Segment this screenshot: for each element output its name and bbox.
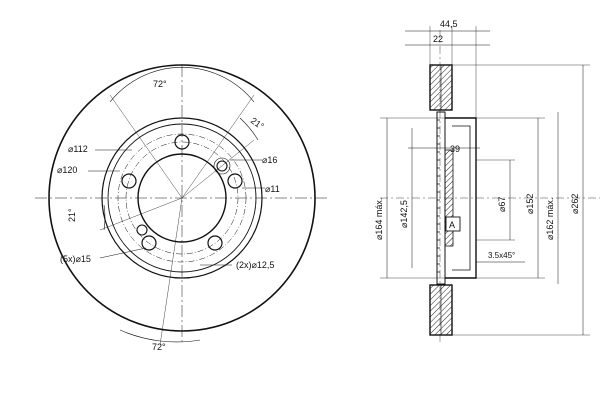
bolt-hole	[207, 235, 223, 251]
angle-right-label: 21°	[249, 115, 266, 131]
dia-67-label: ⌀67	[497, 197, 507, 212]
bolt-hole	[227, 173, 243, 189]
serrations	[437, 119, 440, 273]
dia-262-label: ⌀262	[570, 194, 580, 214]
holes-12-5-label: (2x)⌀12,5	[236, 260, 274, 270]
dim-arc-21-left	[103, 204, 106, 231]
hat-outer-circle	[107, 123, 257, 273]
friction-ring-inner	[101, 117, 263, 279]
dia-142-5-label: ⌀142,5	[399, 200, 409, 228]
datum-a-box	[445, 216, 461, 232]
bolt-hole	[174, 134, 190, 150]
dim-44-5-label: 44,5	[440, 19, 458, 29]
holes-15-label: (5x)⌀15	[60, 254, 91, 264]
angle-line	[159, 197, 183, 346]
dia-11-label: ⌀11	[265, 184, 280, 194]
countersink-hole	[213, 157, 231, 175]
dia-162-label: ⌀162 máx.	[545, 198, 555, 240]
disc-outer-circle	[48, 64, 316, 332]
pitch-circle-112	[125, 141, 239, 255]
dia-164-label: ⌀164 máx.	[374, 198, 384, 240]
dia-16-label: ⌀16	[262, 155, 277, 165]
center-bore	[137, 153, 227, 243]
hat-inner	[452, 125, 471, 271]
angle-line	[181, 139, 255, 199]
dim-arc-72-bottom	[119, 329, 201, 343]
datum-a-label: A	[449, 220, 455, 230]
bolt-hole	[121, 173, 137, 189]
side-view	[380, 26, 600, 345]
angle-bottom-label: 72°	[152, 342, 166, 352]
bolt-hole	[141, 235, 157, 251]
dim-arc-21-right	[239, 117, 259, 141]
angle-left-label: 21°	[67, 208, 77, 222]
pitch-circle-120	[117, 133, 247, 263]
angle-line	[99, 197, 183, 231]
side-view-labels: 44,5 22 39 ⌀164 máx. ⌀142,5 ⌀67 ⌀152 ⌀16…	[374, 19, 580, 260]
hat-center-section	[444, 149, 454, 247]
dim-39-label: 39	[450, 144, 460, 154]
dim-22-label: 22	[433, 34, 443, 44]
dia-120-label: ⌀120	[57, 165, 77, 175]
dia-152-label: ⌀152	[525, 194, 535, 214]
angle-line	[109, 94, 183, 199]
angle-line	[181, 94, 255, 199]
front-view-labels: 72° 21° 21° 72° ⌀112 ⌀120 ⌀16 ⌀11 (5x)⌀1…	[57, 79, 280, 352]
dim-arc-72-top	[109, 67, 255, 103]
angle-top-label: 72°	[153, 79, 167, 89]
dia-112-label: ⌀112	[68, 144, 88, 154]
front-view	[35, 64, 330, 346]
small-hole	[136, 224, 148, 236]
leader	[99, 247, 147, 259]
chamfer-label: 3.5x45°	[488, 251, 515, 260]
hat-body	[445, 117, 477, 279]
small-hole	[216, 160, 228, 172]
